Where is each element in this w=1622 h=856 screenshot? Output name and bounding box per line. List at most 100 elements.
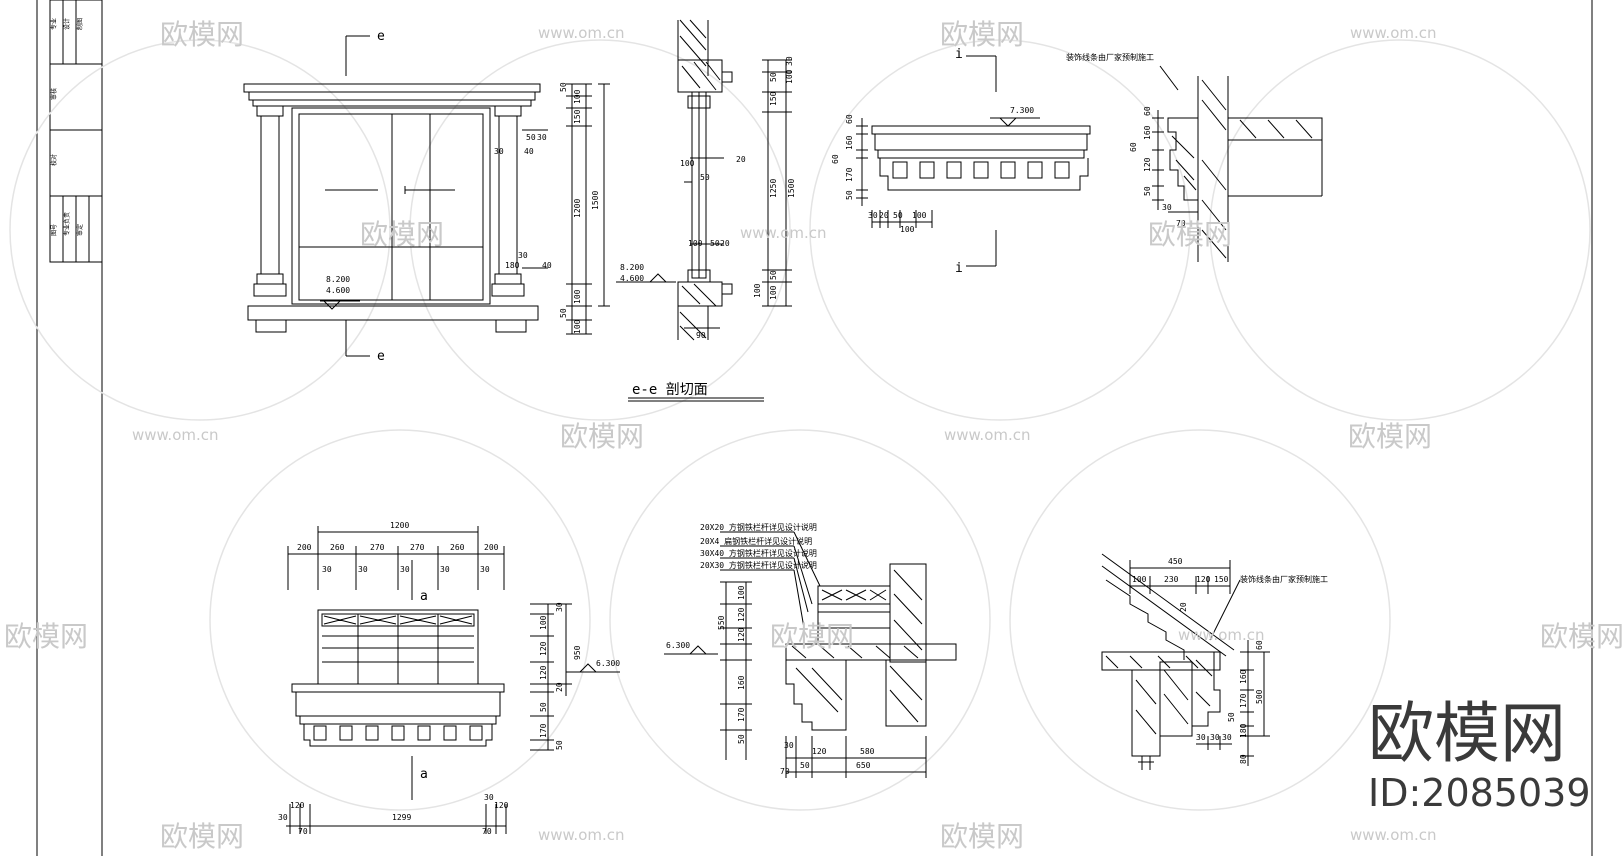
dim-label: 580 [860, 747, 875, 756]
annotation-note: 20X4 扁钢铁栏杆详见设计说明 [700, 536, 812, 546]
eave-detail-labels: 装饰线条由厂家预制施工 450 100 230 120 150 20 60 16… [1132, 557, 1328, 764]
dim-label: 50 [526, 133, 536, 142]
brand-corner: 欧模网 ID:2085039 [1368, 695, 1591, 815]
dim-label: 70 [1176, 219, 1186, 228]
dim-label: 30 [358, 565, 368, 574]
dim-label: 60 [1255, 640, 1264, 650]
dim-label: 50 [539, 702, 548, 712]
title-block-cell: 制图 [76, 18, 84, 30]
dim-label: 30 [1210, 733, 1220, 742]
watermark-url: www.om.cn [538, 24, 625, 42]
dim-label: 70 [780, 767, 790, 776]
dim-label: 120 [539, 641, 548, 656]
dim-label: 100 [680, 159, 695, 168]
dim-label: 50 [700, 173, 710, 182]
dim-label: 160 [1143, 125, 1152, 140]
watermarks: 欧模网 www.om.cn 欧模网 www.om.cn 欧模网 www.om.c… [4, 18, 1622, 853]
dim-label: 30 [868, 211, 878, 220]
dim-label: 170 [737, 707, 746, 722]
dim-label: 30 [1196, 733, 1206, 742]
dim-label: 100 [753, 283, 762, 298]
annotation-note: 装饰线条由厂家预制施工 [1066, 52, 1154, 62]
dim-label: 60 [1129, 142, 1138, 152]
dim-label: 100 [573, 319, 582, 334]
dim-label: 50 [893, 211, 903, 220]
dim-label: 30 [1222, 733, 1232, 742]
title-block-cell: 图号 [51, 224, 58, 236]
section-e-drawing [616, 19, 792, 402]
dim-label: 170 [1239, 693, 1248, 708]
dim-label: 450 [1168, 557, 1183, 566]
title-block-cell: 审定 [76, 224, 84, 236]
dim-label: 40 [524, 147, 534, 156]
title-block-cell: 设计 [63, 18, 71, 30]
dim-label: 100 [900, 225, 915, 234]
watermark-url: www.om.cn [1350, 24, 1437, 42]
dim-label: 50 [769, 72, 778, 82]
dim-label: 30 [1162, 203, 1172, 212]
dim-label: 120 [1196, 575, 1211, 584]
level-label: 7.300 [1010, 106, 1034, 115]
dim-label: 160 [845, 135, 854, 150]
dim-label: 100 [737, 585, 746, 600]
dim-label: 100 [573, 289, 582, 304]
watermark-brand: 欧模网 [770, 620, 854, 653]
watermark-brand: 欧模网 [360, 218, 444, 251]
dim-label: 950 [573, 645, 582, 660]
dim-label: 150 [1214, 575, 1229, 584]
window-elevation [243, 35, 610, 357]
cornice-elevation-labels: i i 7.300 60 160 60 170 50 30 20 50 100 … [831, 47, 1034, 276]
dim-label: 170 [845, 167, 854, 182]
dim-label: 30 [518, 251, 528, 260]
dim-label: 100 [912, 211, 927, 220]
watermark-brand: 欧模网 [4, 620, 88, 653]
dim-label: 50 [769, 270, 778, 280]
dim-label: 1500 [591, 191, 600, 210]
dim-label: 20 [736, 155, 746, 164]
watermark-brand: 欧模网 [940, 18, 1024, 51]
watermark-url: www.om.cn [1178, 626, 1265, 644]
brand-logo: 欧模网 [1368, 695, 1566, 772]
dim-label: 30 [537, 133, 547, 142]
title-block-cell: 专业 [50, 18, 58, 30]
dim-label: 160 [737, 675, 746, 690]
dim-label: 50 [1227, 712, 1236, 722]
dim-label: 200 [484, 543, 499, 552]
dim-label: 60 [831, 154, 840, 164]
dim-label: 170 [539, 723, 548, 738]
annotation-note: 装饰线条由厂家预制施工 [1240, 574, 1328, 584]
dim-label: 30 [322, 565, 332, 574]
watermark-url: www.om.cn [944, 426, 1031, 444]
dim-label: 1299 [392, 813, 411, 822]
annotation-note: 20X30 方钢铁栏杆详见设计说明 [700, 560, 817, 570]
cornice-detail-1 [1152, 65, 1323, 262]
dim-label: 120 [737, 607, 746, 622]
dim-label: 30 [480, 565, 490, 574]
dim-label: 20 [720, 239, 730, 248]
section-e-labels: e-e 剖切面 8.200 4.600 100 100 50 50 20 20 … [620, 56, 796, 398]
window-elevation-labels: e e 8.200 4.600 30 50 40 30 30 180 40 50… [326, 29, 600, 364]
dim-label: 1250 [769, 179, 778, 198]
dim-label: 1200 [390, 521, 409, 530]
dim-label: 20 [1179, 602, 1188, 612]
level-label: 6.300 [666, 641, 690, 650]
dim-label: 270 [410, 543, 425, 552]
dim-label: 120 [812, 747, 827, 756]
dim-label: 180 [505, 261, 520, 270]
level-label: 6.300 [596, 659, 620, 668]
dim-label: 80 [1239, 754, 1248, 764]
dim-label: 30 [555, 602, 564, 612]
dim-label: 100 [573, 89, 582, 104]
dim-label: 120 [737, 627, 746, 642]
title-block-cell: 审核 [50, 88, 58, 100]
balcony-section [664, 531, 957, 778]
dim-label: 60 [1143, 106, 1152, 116]
dim-label: 50 [559, 308, 568, 318]
title-block-labels: 专业 设计 制图 审核 校对 图号 专业负责 审定 [50, 18, 84, 236]
dim-label: 120 [539, 665, 548, 680]
cornice-elevation [856, 55, 1091, 267]
dim-label: 30 [440, 565, 450, 574]
watermark-brand: 欧模网 [1348, 420, 1432, 453]
annotation-note: 20X20 方钢铁栏杆详见设计说明 [700, 522, 817, 532]
